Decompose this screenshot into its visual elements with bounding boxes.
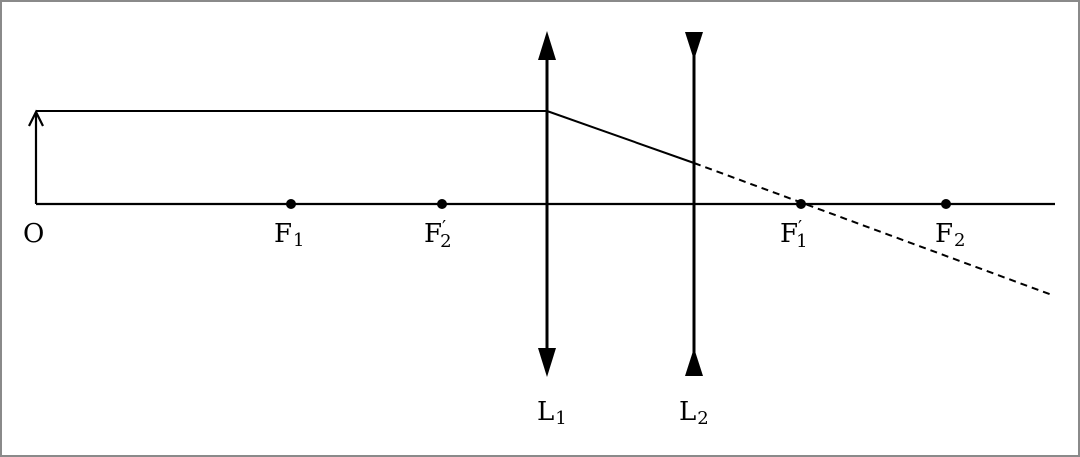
lens-l2-top-arrowhead [685, 32, 703, 60]
label-f2: F2 [935, 219, 966, 251]
ray-extension-dashed [693, 162, 1053, 296]
focal-point-f1 [286, 199, 296, 209]
label-lens-l1: L1 [537, 397, 567, 429]
refracted-ray [546, 110, 695, 164]
focal-point-f2-prime [437, 199, 447, 209]
lens-l1-bottom-arrowhead [538, 348, 556, 377]
focal-point-f2 [941, 199, 951, 209]
focal-point-f1-prime [796, 199, 806, 209]
lens-l1-top-arrowhead [538, 31, 556, 60]
lens-l2-bottom-arrowhead [685, 348, 703, 376]
label-origin: O [23, 219, 44, 249]
label-f1: F1 [274, 219, 305, 251]
label-f1-prime: F′1 [780, 217, 808, 252]
label-lens-l2: L2 [679, 397, 709, 429]
label-f2-prime: F′2 [424, 217, 452, 252]
